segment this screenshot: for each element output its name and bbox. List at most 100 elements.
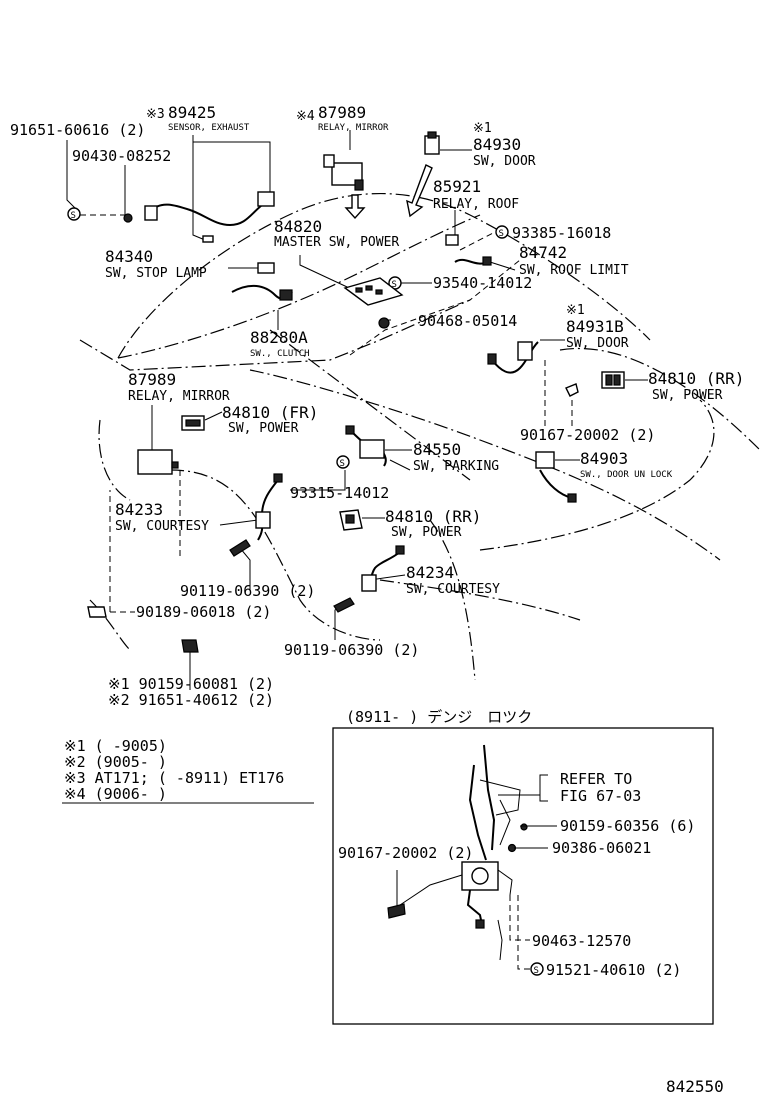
courtesy-switch-84234-plug — [395, 545, 405, 555]
label-90189-06018: 90189-06018 (2) — [136, 603, 271, 621]
label-84930-mark: ※1 — [473, 121, 492, 136]
door-switch-84930 — [424, 131, 440, 155]
part-sketches: S S S S S — [67, 131, 625, 976]
washer-marker-icon: S — [530, 962, 544, 976]
washer-marker-icon: S — [336, 455, 350, 469]
lock-actuator-sketch — [461, 744, 528, 961]
label-90468-05014: 90468-05014 — [418, 312, 517, 330]
inset-refer-line1: REFER TO — [560, 770, 632, 788]
door-unlock-switch — [535, 451, 555, 469]
inset-panel: (8911- ) デンジ ロツク REFER TO — [332, 708, 714, 1025]
screw-icon — [565, 383, 579, 397]
note-line: ※4 (9006- ) — [64, 785, 167, 803]
courtesy-switch-84234 — [361, 574, 377, 592]
label-84820-name: MASTER SW, POWER — [274, 235, 399, 250]
label-89425-name: SENSOR, EXHAUST — [168, 123, 250, 133]
label-84930: 84930 — [473, 135, 521, 154]
label-84810-rr-mid-name: SW, POWER — [391, 525, 462, 540]
clutch-switch — [279, 289, 293, 301]
note-line: ※1 ( -9005) — [64, 737, 167, 755]
label-84810-rr-top: 84810 (RR) — [648, 369, 744, 388]
notes-block: ※1 ( -9005) ※2 (9005- ) ※3 AT171; ( -891… — [64, 737, 284, 803]
washer-marker-icon: S — [495, 225, 509, 239]
label-90167-20002-top: 90167-20002 (2) — [520, 426, 655, 444]
label-90119-06390-b: 90119-06390 (2) — [284, 641, 419, 659]
relay-mirror-mid — [137, 449, 179, 475]
label-84340: 84340 — [105, 247, 153, 266]
svg-text:S: S — [71, 211, 76, 221]
washer-marker-icon: S — [67, 207, 81, 221]
label-84903: 84903 — [580, 449, 628, 468]
label-84931b-name: SW, DOOR — [566, 336, 629, 351]
inset-refer-line2: FIG 67-03 — [560, 787, 641, 805]
label-91651-40612: ※2 91651-40612 (2) — [108, 691, 274, 709]
label-87989-top-name: RELAY, MIRROR — [318, 123, 389, 133]
svg-text:S: S — [499, 229, 504, 239]
label-84810-fr: 84810 (FR) — [222, 403, 318, 422]
inset-title: (8911- ) デンジ ロツク — [346, 708, 532, 726]
svg-text:S: S — [392, 280, 397, 290]
door-switch-84931b — [517, 341, 533, 361]
label-91651-60616: 91651-60616 (2) — [10, 121, 145, 139]
assembly-arrow-icon — [406, 164, 433, 218]
label-93385-16018: 93385-16018 — [512, 224, 611, 242]
roof-relay — [445, 234, 459, 246]
door-unlock-switch-wire — [539, 469, 573, 499]
note-line: ※2 (9005- ) — [64, 753, 167, 771]
power-switch-rr-top — [601, 371, 625, 389]
figure-number: 842550 — [666, 1077, 724, 1096]
label-84820: 84820 — [274, 217, 322, 236]
label-88280a: 88280A — [250, 328, 308, 347]
label-84810-fr-name: SW, POWER — [228, 421, 299, 436]
label-84810-rr-top-name: SW, POWER — [652, 388, 723, 403]
label-89425-mark: ※3 — [146, 107, 165, 122]
assembly-arrow-icon — [344, 194, 366, 220]
courtesy-switch-84233 — [255, 511, 271, 529]
leader-lines — [62, 130, 648, 804]
inset-frame — [332, 727, 714, 1025]
label-90119-06390-a: 90119-06390 (2) — [180, 582, 315, 600]
label-93540-14012: 93540-14012 — [433, 274, 532, 292]
label-84931b: 84931B — [566, 317, 624, 336]
courtesy-switch-84233-plug — [273, 473, 283, 483]
label-84550-name: SW, PARKING — [413, 459, 499, 474]
svg-text:S: S — [340, 459, 345, 469]
power-switch-fr — [181, 415, 205, 431]
label-85921-name: RELAY, ROOF — [433, 197, 519, 212]
bolt-icon — [387, 903, 406, 919]
label-84234: 84234 — [406, 563, 454, 582]
label-84550: 84550 — [413, 440, 461, 459]
label-87989-mid: 87989 — [128, 370, 176, 389]
label-88280a-name: SW., CLUTCH — [250, 349, 310, 359]
main-labels: 91651-60616 (2) 90430-08252 ※3 89425 SEN… — [10, 103, 744, 709]
screw-icon — [229, 539, 251, 557]
courtesy-switch-84233-wire — [257, 479, 279, 541]
exhaust-sensor-wire — [149, 199, 269, 227]
label-90430-08252: 90430-08252 — [72, 147, 171, 165]
exhaust-sensor-plug — [257, 191, 275, 207]
label-90159-60081: ※1 90159-60081 (2) — [108, 675, 274, 693]
master-switch-power — [343, 277, 404, 306]
label-90159-60356: 90159-60356 (6) — [560, 817, 695, 835]
nut-icon — [123, 213, 133, 223]
exhaust-sensor-clip — [202, 235, 214, 243]
label-84742-name: SW, ROOF LIMIT — [519, 263, 629, 278]
label-89425: 89425 — [168, 103, 216, 122]
note-line: ※3 AT171; ( -8911) ET176 — [64, 769, 284, 787]
door-switch-84931b-plug — [487, 353, 497, 365]
label-90167-20002-inset: 90167-20002 (2) — [338, 844, 473, 862]
exhaust-sensor-body — [144, 205, 158, 221]
label-84234-name: SW, COURTESY — [406, 582, 500, 597]
label-93315-14012: 93315-14012 — [290, 484, 389, 502]
parking-switch-plug — [345, 425, 355, 435]
label-84233: 84233 — [115, 500, 163, 519]
label-84903-name: SW., DOOR UN LOCK — [580, 470, 673, 480]
label-90463-12570: 90463-12570 — [532, 932, 631, 950]
label-84233-name: SW, COURTESY — [115, 519, 209, 534]
label-85921: 85921 — [433, 177, 481, 196]
bolt-icon — [87, 606, 107, 618]
label-91521-40610: 91521-40610 (2) — [546, 961, 681, 979]
relay-mirror-top — [323, 154, 364, 191]
label-84931b-mark: ※1 — [566, 303, 585, 318]
clip-icon — [181, 639, 199, 653]
